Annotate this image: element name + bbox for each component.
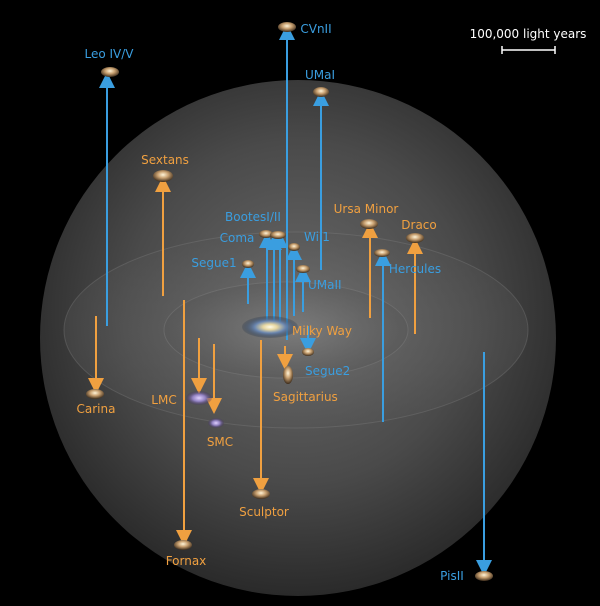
label-sextans: Sextans bbox=[141, 153, 189, 167]
label-draco: Draco bbox=[401, 218, 436, 232]
label-pisii: PisII bbox=[440, 569, 464, 583]
scale-bar-label: 100,000 light years bbox=[470, 27, 587, 41]
label-hercules: Hercules bbox=[389, 262, 441, 276]
label-segue1: Segue1 bbox=[191, 256, 236, 270]
label-cvnii: CVnII bbox=[300, 22, 331, 36]
galaxy-pisii bbox=[475, 571, 493, 581]
galaxy-draco bbox=[406, 233, 424, 243]
galaxy-labels: Leo IV/V CVnII UMaI Sextans Ursa Minor D… bbox=[77, 22, 464, 583]
galaxy-umaii bbox=[296, 265, 310, 273]
galaxy-segue2 bbox=[302, 348, 314, 356]
galaxy-wil1 bbox=[288, 243, 300, 251]
label-ursa: Ursa Minor bbox=[334, 202, 399, 216]
galaxy-smc bbox=[208, 418, 224, 428]
galaxy-sagittarius bbox=[283, 366, 293, 384]
label-lmc: LMC bbox=[151, 393, 176, 407]
galaxy-sculptor bbox=[252, 489, 270, 499]
label-sculptor: Sculptor bbox=[239, 505, 289, 519]
label-umai: UMaI bbox=[305, 68, 335, 82]
galaxy-markers bbox=[86, 22, 493, 581]
galaxy-umai bbox=[313, 87, 329, 97]
scale-bar bbox=[501, 46, 556, 54]
galaxy-hercules bbox=[374, 249, 390, 257]
galaxy-coma bbox=[270, 231, 286, 239]
galaxy-sextans bbox=[153, 170, 173, 182]
galaxy-ursa bbox=[360, 219, 378, 229]
label-coma: Coma bbox=[220, 231, 255, 245]
galaxy-segue1 bbox=[242, 260, 254, 268]
galaxy-cvnii bbox=[278, 22, 296, 32]
label-wil1: Wil1 bbox=[304, 230, 330, 244]
label-leo: Leo IV/V bbox=[84, 47, 134, 61]
label-umaii: UMaII bbox=[308, 278, 342, 292]
label-carina: Carina bbox=[77, 402, 116, 416]
galaxy-carina bbox=[86, 389, 104, 399]
label-bootes: BootesI/II bbox=[225, 210, 281, 224]
orange-arrows bbox=[88, 176, 423, 546]
galaxy-bootes bbox=[259, 230, 273, 238]
label-smc: SMC bbox=[207, 435, 233, 449]
label-sagittarius: Sagittarius bbox=[273, 390, 338, 404]
blue-arrows bbox=[99, 24, 492, 576]
label-fornax: Fornax bbox=[166, 554, 207, 568]
galaxy-lmc bbox=[186, 391, 212, 405]
label-milkyway: Milky Way bbox=[292, 324, 352, 338]
galaxy-milkyway bbox=[242, 316, 298, 338]
galaxy-fornax bbox=[174, 540, 192, 550]
label-segue2: Segue2 bbox=[305, 364, 350, 378]
galaxy-leo bbox=[101, 67, 119, 77]
